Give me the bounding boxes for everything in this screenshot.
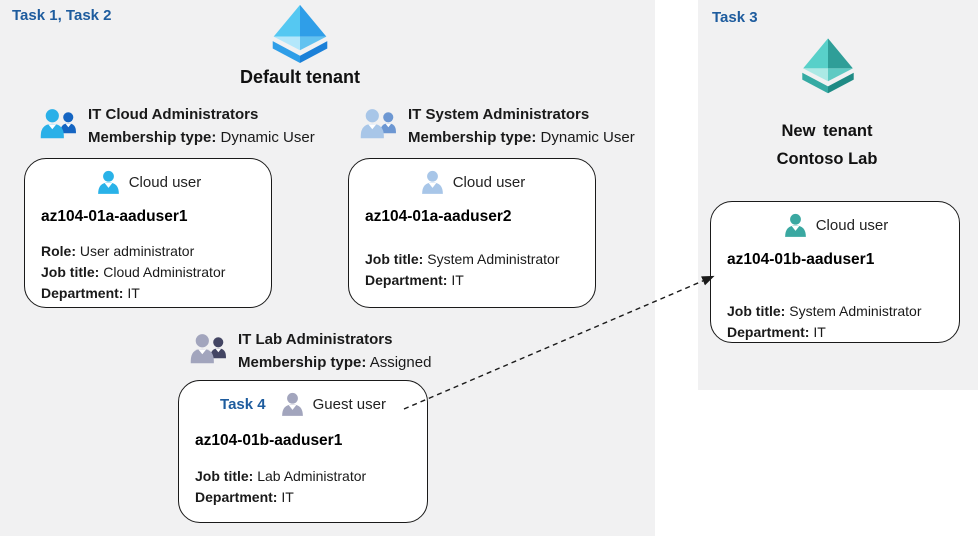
field-job-title: Job title: System Administrator <box>365 251 560 267</box>
field-job-title: Job title: Lab Administrator <box>195 468 367 484</box>
user-name: az104-01b-aaduser1 <box>727 251 875 268</box>
new-tenant-name: Contoso Lab <box>776 150 878 168</box>
user-fields: Job title: System Administrator Departme… <box>727 301 959 343</box>
user-name: az104-01b-aaduser1 <box>195 432 343 449</box>
default-tenant-title: Default tenant <box>239 67 360 87</box>
card-header: Cloud user <box>711 212 959 239</box>
azure-tenant-icon-blue <box>272 4 328 63</box>
user-group-icon-lab-admins <box>190 334 226 364</box>
user-type-label: Cloud user <box>128 174 202 191</box>
user-fields: Role: User administrator Job title: Clou… <box>41 241 271 304</box>
membership-type: Membership type: Assigned <box>238 354 432 371</box>
user-type-label: Guest user <box>312 396 386 413</box>
group-title: IT System Administrators <box>408 106 590 123</box>
membership-type: Membership type: Dynamic User <box>408 129 635 146</box>
field-department: Department: IT <box>41 285 140 301</box>
user-card-aaduser2: Cloud user az104-01a-aaduser2 Job title:… <box>348 158 596 308</box>
field-department: Department: IT <box>727 324 826 340</box>
cloud-user-icon <box>97 170 119 194</box>
group-title: IT Cloud Administrators <box>88 106 259 123</box>
field-department: Department: IT <box>195 489 294 505</box>
task-3-label: Task 3 <box>712 9 758 26</box>
group-title: IT Lab Administrators <box>238 331 393 348</box>
card-header: Cloud user <box>349 169 595 196</box>
group-cloud-admins: IT Cloud Administrators Membership type:… <box>88 103 315 149</box>
guest-user-card: Task 4 Guest user az104-01b-aaduser1 Job… <box>178 380 428 523</box>
field-department: Department: IT <box>365 272 464 288</box>
group-system-admins: IT System Administrators Membership type… <box>408 103 635 149</box>
field-role: Role: User administrator <box>41 243 195 259</box>
azure-tenant-icon-teal <box>802 38 854 94</box>
group-lab-admins: IT Lab Administrators Membership type: A… <box>238 328 431 374</box>
cloud-user-icon <box>421 170 443 194</box>
user-group-icon-system-admins <box>360 109 396 139</box>
field-job-title: Job title: Cloud Administrator <box>41 264 226 280</box>
user-card-aaduser1: Cloud user az104-01a-aaduser1 Role: User… <box>24 158 272 308</box>
user-type-label: Cloud user <box>815 217 889 234</box>
cloud-user-icon <box>784 213 806 237</box>
task-4-label: Task 4 <box>220 396 266 413</box>
user-fields: Job title: Lab Administrator Department:… <box>195 466 427 508</box>
new-tenant-title: New tenant <box>781 122 873 140</box>
user-type-label: Cloud user <box>452 174 526 191</box>
user-name: az104-01a-aaduser2 <box>365 208 512 225</box>
membership-type: Membership type: Dynamic User <box>88 129 315 146</box>
field-job-title: Job title: System Administrator <box>727 303 922 319</box>
user-group-icon-cloud-admins <box>40 109 76 139</box>
card-header: Cloud user <box>25 169 271 196</box>
card-header: Task 4 Guest user <box>179 391 427 418</box>
user-name: az104-01a-aaduser1 <box>41 208 188 225</box>
task-1-2-label: Task 1, Task 2 <box>12 7 112 24</box>
user-fields: Job title: System Administrator Departme… <box>365 249 595 291</box>
new-tenant-user-card: Cloud user az104-01b-aaduser1 Job title:… <box>710 201 960 343</box>
guest-user-icon <box>281 392 303 416</box>
